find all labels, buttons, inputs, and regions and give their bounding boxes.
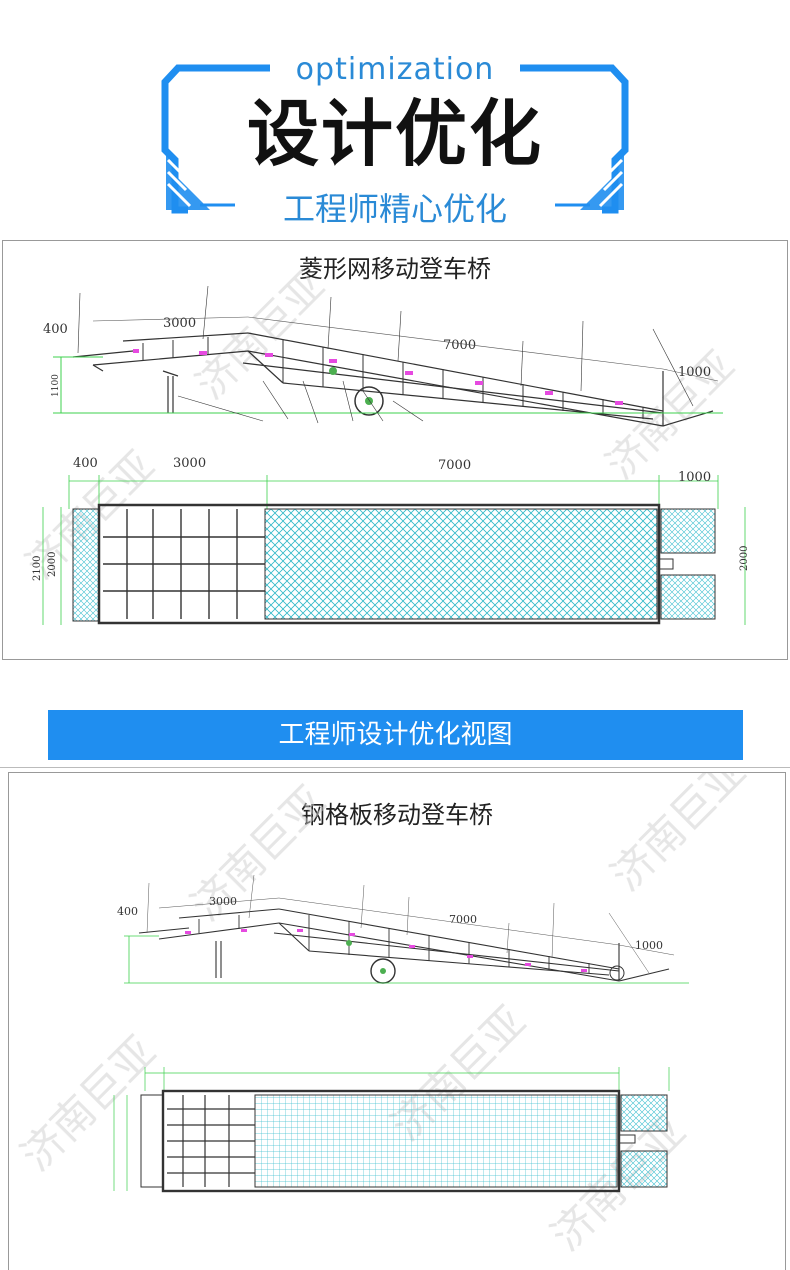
plan-dim-400-label: 400 [73,456,98,471]
plan-dim-3000-label: 3000 [173,456,206,471]
subtitle-chinese: 工程师精心优化 [282,190,507,228]
watermark: 济南巨亚 [601,773,754,900]
plan-dim-1000-label: 1000 [678,470,711,485]
dim-7000-label: 7000 [443,338,476,353]
dim-1000-label: 1000 [678,365,711,380]
plan-dim-2100-label: 2100 [32,556,43,581]
dim-3000-label: 3000 [163,316,196,331]
header-bracket-decoration [161,64,629,214]
watermark: 济南巨亚 [181,777,334,930]
dim-7000-label: 7000 [449,913,477,926]
subtitle-english: optimization [295,52,495,87]
dim-400-label: 400 [43,322,68,337]
dim-1100-label: 1100 [51,374,61,397]
plan-dim-2000-right-label: 2000 [739,546,750,571]
drawing-panel-steel-grating: 钢格板移动登车桥 济南巨亚 济南巨亚 济南巨亚 济南巨亚 济南巨亚 [8,772,786,1270]
side-and-plan-view-drawing: 济南巨亚 济南巨亚 济南巨亚 [18,262,750,625]
dim-400-label: 400 [117,905,138,918]
drawing-panel-diamond-mesh: 菱形网移动登车桥 济南巨亚 济南巨亚 济南巨亚 [2,240,788,660]
drawing-title: 钢格板移动登车桥 [301,801,493,829]
page-title: 设计优化 [246,92,543,176]
dim-3000-label: 3000 [209,895,237,908]
watermark: 济南巨亚 [11,1027,164,1180]
divider [0,767,790,768]
plan-dim-7000-label: 7000 [438,458,471,473]
drawing-title: 菱形网移动登车桥 [299,255,491,283]
plan-dim-2000-label: 2000 [47,552,58,577]
side-and-plan-view-drawing: 济南巨亚 济南巨亚 济南巨亚 济南巨亚 济南巨亚 [11,773,754,1260]
engineer-optimization-banner: 工程师设计优化视图 [48,710,743,760]
dim-1000-label: 1000 [635,939,663,952]
